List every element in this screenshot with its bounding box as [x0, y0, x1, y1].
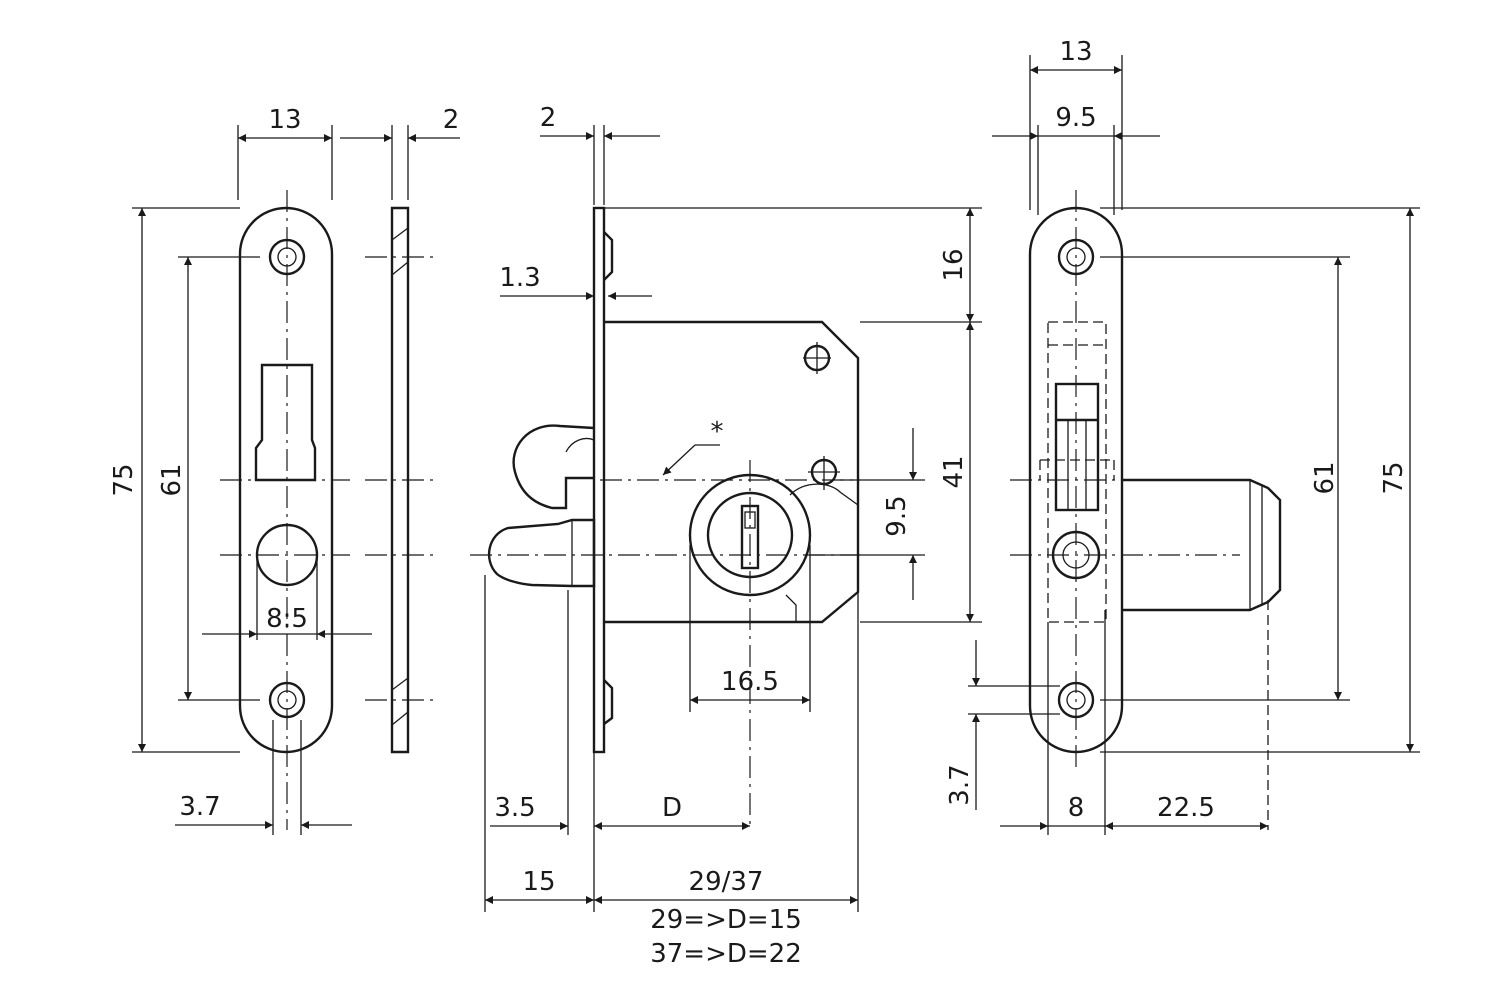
- middle-lock-body: *: [470, 206, 860, 830]
- dim-front-depth: 15: [522, 867, 555, 897]
- dim-bolt-projection: 3.5: [494, 793, 535, 823]
- dim-cylinder-width: 16.5: [721, 667, 779, 697]
- dim-right-height: 75: [1379, 461, 1409, 494]
- dim-right-width: 13: [1059, 37, 1092, 67]
- latch-face: [1054, 382, 1100, 512]
- dim-case-depth: 29/37: [689, 867, 764, 897]
- left-view-dimensions: 13 75 61 8:5 3.7: [109, 105, 372, 835]
- right-front-view: [1010, 190, 1282, 830]
- dim-left-plate-thickness: 2: [443, 105, 460, 135]
- dim-flange-thickness: 1.3: [499, 263, 540, 293]
- dim-left-width: 13: [268, 105, 301, 135]
- latch-hook: [512, 424, 595, 510]
- left-front-view: [220, 190, 350, 830]
- dim-backset: D: [662, 793, 682, 823]
- middle-view-dimensions: 2 1.3 16 41 9.5 16.5 3.5 D 15 29/37 29=>…: [484, 103, 982, 969]
- note-line-1: 29=>D=15: [650, 905, 802, 935]
- dim-top-offset: 16: [939, 248, 969, 281]
- note-marker: *: [711, 417, 724, 447]
- bolt-extension: [1105, 478, 1282, 612]
- lock-case: [604, 320, 860, 624]
- right-view-dimensions: 13 9.5 61 75 3.7 8 22.5: [945, 37, 1420, 835]
- dim-right-hole-spacing: 61: [1310, 461, 1340, 494]
- dim-key-offset: 9.5: [882, 495, 912, 536]
- dim-right-edge-offset: 3.7: [945, 764, 975, 805]
- dim-bolt-length: 22.5: [1157, 793, 1215, 823]
- dim-right-center-offset: 8: [1068, 793, 1085, 823]
- dim-right-inner-width: 9.5: [1055, 103, 1096, 133]
- dim-left-edge-offset: 3.7: [179, 792, 220, 822]
- left-side-profile: 2: [340, 105, 460, 754]
- dim-left-slot-width: 8:5: [266, 604, 308, 634]
- dim-middle-plate-thickness: 2: [540, 103, 557, 133]
- dim-case-height: 41: [939, 455, 969, 488]
- dim-left-height: 75: [109, 463, 139, 496]
- note-line-2: 37=>D=22: [650, 939, 802, 969]
- dim-left-hole-spacing: 61: [157, 463, 187, 496]
- latch-slot: [254, 363, 317, 482]
- bolt-tongue: [487, 518, 596, 588]
